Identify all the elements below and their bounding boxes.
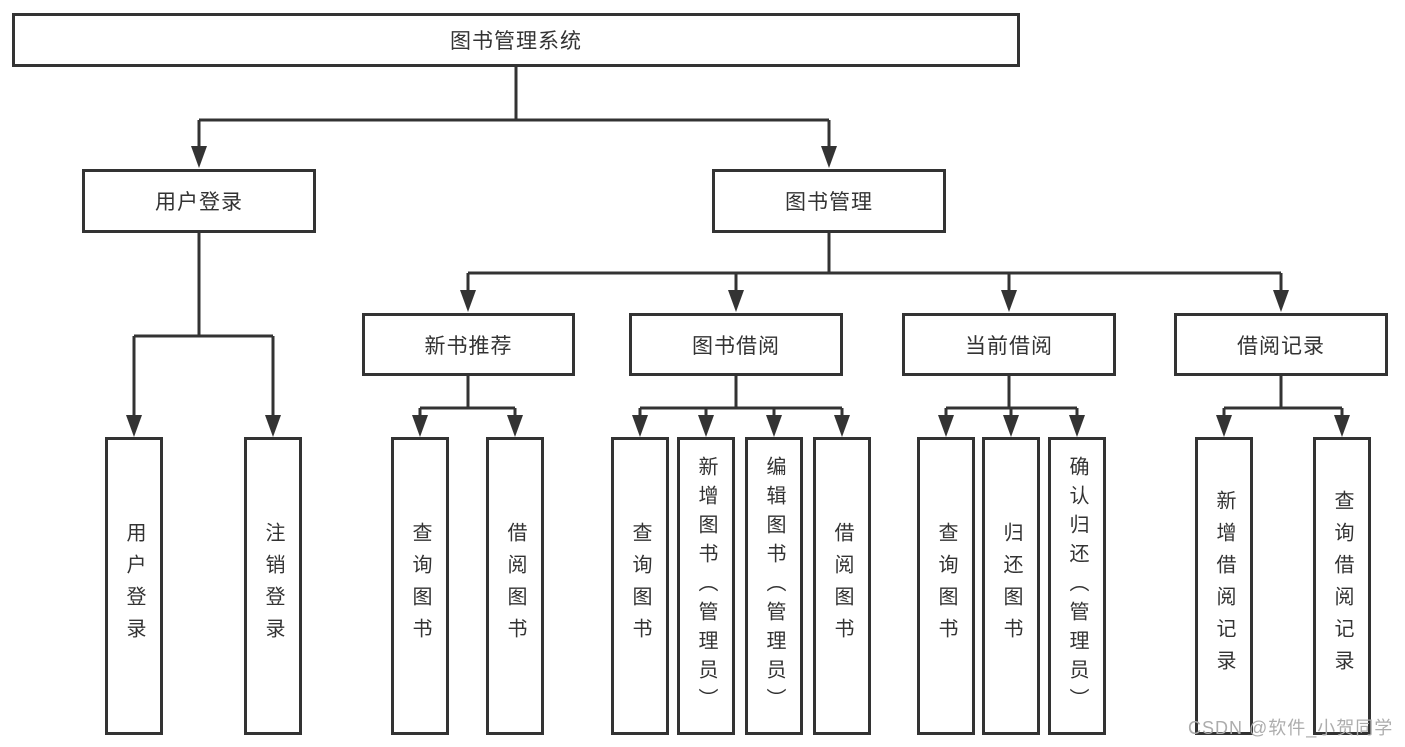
leaf-label: 新增图书（管理员） <box>695 455 717 717</box>
leaf-label: 用户登录 <box>123 522 145 650</box>
leaf-query-borrow-record: 查询借阅记录 <box>1313 437 1371 735</box>
connector-root-to-level1 <box>191 67 837 168</box>
leaf-query-books-current: 查询图书 <box>917 437 975 735</box>
leaf-return-books: 归还图书 <box>982 437 1040 735</box>
node-user-login: 用户登录 <box>82 169 316 233</box>
node-label: 图书管理系统 <box>450 30 582 53</box>
node-label: 当前借阅 <box>965 334 1053 358</box>
node-label: 新书推荐 <box>424 334 513 358</box>
leaf-label: 归还图书 <box>1000 522 1022 650</box>
leaf-label: 查询图书 <box>935 522 957 650</box>
leaf-add-books-admin: 新增图书（管理员） <box>677 437 735 735</box>
connector-user-login-to-leaves <box>126 233 281 437</box>
leaf-query-books-recommend: 查询图书 <box>391 437 449 735</box>
leaf-edit-books-admin: 编辑图书（管理员） <box>745 437 803 735</box>
node-label: 借阅记录 <box>1237 334 1325 358</box>
node-book-borrow: 图书借阅 <box>629 313 843 376</box>
leaf-label: 查询图书 <box>629 522 651 650</box>
leaf-label: 借阅图书 <box>504 522 526 650</box>
connector-book-management-to-level2 <box>460 233 1289 312</box>
leaf-label: 查询图书 <box>409 522 431 650</box>
connector-current-borrow-to-leaves <box>938 376 1085 437</box>
node-library-management-system: 图书管理系统 <box>12 13 1020 67</box>
leaf-label: 新增借阅记录 <box>1213 490 1235 682</box>
leaf-label: 编辑图书（管理员） <box>763 455 785 717</box>
leaf-borrow-books-recommend: 借阅图书 <box>486 437 544 735</box>
node-new-book-recommend: 新书推荐 <box>362 313 575 376</box>
leaf-query-books-borrow: 查询图书 <box>611 437 669 735</box>
node-book-management: 图书管理 <box>712 169 946 233</box>
connector-new-book-recommend-to-leaves <box>412 376 523 437</box>
node-label: 图书管理 <box>785 191 873 214</box>
node-current-borrow: 当前借阅 <box>902 313 1116 376</box>
node-label: 图书借阅 <box>692 334 780 358</box>
leaf-label: 注销登录 <box>262 522 284 650</box>
leaf-add-borrow-record: 新增借阅记录 <box>1195 437 1253 735</box>
connector-book-borrow-to-leaves <box>632 376 850 437</box>
csdn-watermark: CSDN @软件_小贺同学 <box>1188 718 1394 738</box>
connector-borrow-records-to-leaves <box>1216 376 1350 437</box>
leaf-logout: 注销登录 <box>244 437 302 735</box>
node-borrow-records: 借阅记录 <box>1174 313 1388 376</box>
node-label: 用户登录 <box>155 191 243 214</box>
leaf-user-login: 用户登录 <box>105 437 163 735</box>
leaf-label: 借阅图书 <box>831 522 853 650</box>
leaf-confirm-return-admin: 确认归还（管理员） <box>1048 437 1106 735</box>
leaf-label: 查询借阅记录 <box>1331 490 1353 682</box>
leaf-borrow-books: 借阅图书 <box>813 437 871 735</box>
leaf-label: 确认归还（管理员） <box>1066 455 1088 717</box>
